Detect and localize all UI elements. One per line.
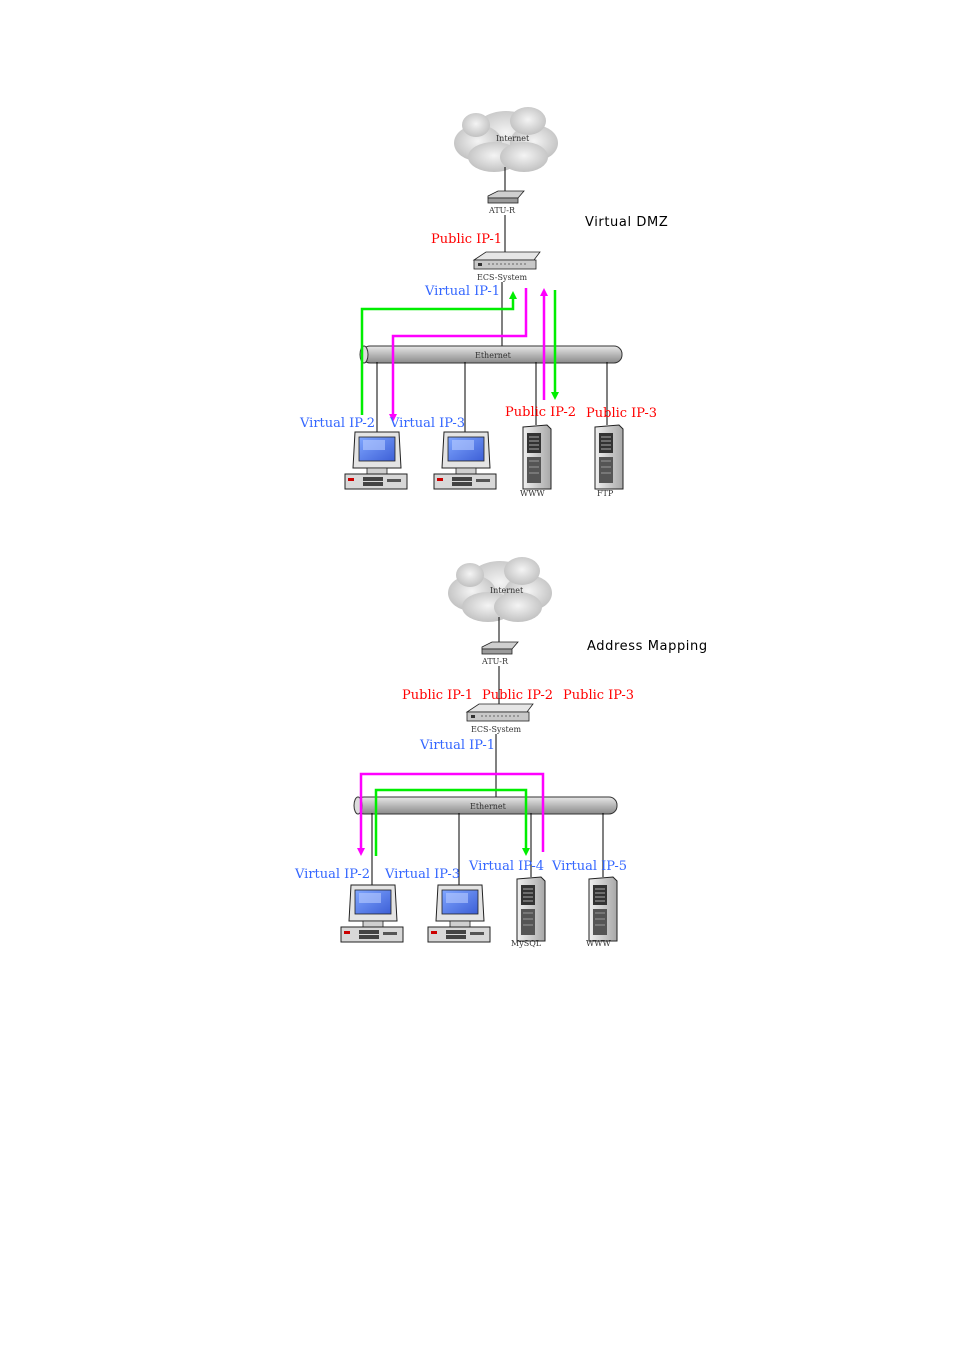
ftp-server-icon bbox=[594, 424, 624, 490]
ecs-system-router-icon: ECS-System bbox=[465, 703, 534, 734]
atu-r-label: ATU-R bbox=[488, 206, 516, 215]
virtual-dmz-diagram: Virtual DMZ Internet ATU-R Public IP-1 E… bbox=[299, 107, 668, 498]
device-label: WWW bbox=[586, 939, 611, 948]
ecs-system-label: ECS-System bbox=[471, 725, 521, 734]
diagram-title: Virtual DMZ bbox=[585, 215, 668, 230]
node-ip-label: Virtual IP-2 bbox=[294, 867, 370, 882]
atu-r-modem-icon: ATU-R bbox=[487, 190, 525, 215]
atu-r-modem-icon: ATU-R bbox=[481, 641, 519, 666]
router-ip-label: Virtual IP-1 bbox=[424, 284, 500, 299]
router-ip-label: Public IP-1 bbox=[402, 688, 473, 703]
node-ip-label: Virtual IP-5 bbox=[551, 859, 627, 874]
router-ip-label: Public IP-3 bbox=[563, 688, 634, 703]
router-ip-label: Public IP-1 bbox=[431, 232, 502, 247]
router-ip-label: Public IP-2 bbox=[482, 688, 553, 703]
magenta-flow-arrow bbox=[357, 772, 545, 856]
www-server-icon bbox=[522, 424, 552, 490]
www-server-icon bbox=[588, 876, 618, 942]
atu-r-label: ATU-R bbox=[481, 657, 509, 666]
node-ip-label: Virtual IP-3 bbox=[384, 867, 460, 882]
device-label: FTP bbox=[597, 489, 614, 498]
ethernet-label: Ethernet bbox=[475, 351, 512, 360]
ecs-system-label: ECS-System bbox=[477, 273, 527, 282]
workstation-icon bbox=[433, 431, 497, 490]
magenta-flow-arrow bbox=[389, 288, 528, 422]
green-flow-arrow bbox=[374, 788, 530, 856]
node-ip-label: Public IP-3 bbox=[586, 406, 657, 421]
device-label: WWW bbox=[520, 489, 545, 498]
internet-label: Internet bbox=[490, 586, 524, 595]
green-flow-arrow bbox=[360, 291, 517, 415]
mysql-server-icon bbox=[516, 876, 546, 942]
node-ip-label: Virtual IP-4 bbox=[468, 859, 544, 874]
router-ip-label: Virtual IP-1 bbox=[419, 738, 495, 753]
internet-cloud-icon: Internet bbox=[454, 107, 558, 172]
node-ip-label: Virtual IP-2 bbox=[299, 416, 375, 431]
internet-label: Internet bbox=[496, 134, 530, 143]
workstation-icon bbox=[427, 884, 491, 943]
device-label: MySQL bbox=[511, 939, 542, 948]
node-ip-label: Public IP-2 bbox=[505, 405, 576, 420]
ecs-system-router-icon: ECS-System bbox=[472, 251, 541, 282]
node-ip-label: Virtual IP-3 bbox=[389, 416, 465, 431]
ethernet-label: Ethernet bbox=[470, 802, 507, 811]
ethernet-bus: Ethernet bbox=[353, 796, 618, 815]
internet-cloud-icon: Internet bbox=[448, 557, 552, 622]
diagram-title: Address Mapping bbox=[587, 639, 708, 654]
address-mapping-diagram: Address Mapping Internet ATU-R Public IP… bbox=[294, 557, 708, 948]
workstation-icon bbox=[340, 884, 404, 943]
workstation-icon bbox=[344, 431, 408, 490]
ethernet-bus: Ethernet bbox=[359, 345, 623, 364]
